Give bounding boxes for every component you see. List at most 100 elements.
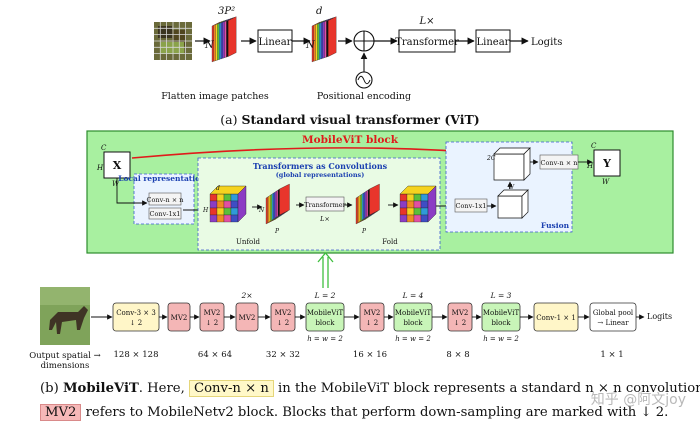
block-above-label: 2×	[240, 291, 252, 300]
block-sublabel: ↓ 2	[130, 319, 143, 327]
block-label: Global pool	[593, 309, 634, 317]
tac-repeat-label: L×	[319, 215, 330, 223]
cube-cell	[216, 214, 225, 223]
cube-cell	[406, 214, 415, 223]
dog-photo	[40, 287, 90, 345]
pipeline-block-mv2: MV2↓ 2	[447, 302, 482, 332]
block-label: MV2	[275, 309, 292, 317]
dim-w-concat: W	[508, 184, 515, 191]
cube-cell	[216, 207, 225, 216]
pipeline-output: Logits	[647, 312, 672, 321]
dim-h-y: H	[586, 162, 594, 170]
cube-side-face	[237, 185, 247, 223]
input-x-label: X	[113, 159, 122, 172]
zoom-arrow	[317, 251, 334, 288]
block-label: MobileViT	[483, 309, 520, 317]
dim-w-x: W	[112, 180, 120, 188]
block-sublabel: block	[315, 319, 335, 327]
spatial-caption: Output spatial →	[29, 351, 101, 361]
cube-cell	[399, 200, 408, 209]
block-label: Conv-1 × 1	[536, 314, 576, 322]
caption-bold: MobileViT	[62, 381, 139, 396]
concat-cube	[493, 147, 531, 181]
posenc-caption: Positional encoding	[317, 91, 411, 102]
cube-side-face	[427, 185, 437, 223]
cube-cell	[420, 207, 429, 216]
output-y-node	[593, 149, 621, 177]
patch-sheet	[279, 183, 290, 216]
unfold-input-cube	[209, 185, 247, 223]
cube-cell	[399, 207, 408, 216]
block-sublabel: ↓ 2	[366, 319, 379, 327]
mobilevit-block-panel: MobileViT block X H C W Local representa…	[86, 130, 674, 254]
fusion-conv-1x1	[454, 198, 488, 213]
block-above-label: L = 4	[402, 291, 424, 300]
pipeline-block-mv2: MV2↓ 2	[199, 302, 236, 332]
caption-prefix: (b)	[40, 381, 63, 396]
block-sublabel: → Linear	[597, 319, 629, 327]
n-label: N	[204, 40, 215, 51]
patches-caption: Flatten image patches	[161, 91, 269, 102]
cube-cell	[399, 193, 408, 202]
fusion-conv-1x1-label: Conv-1x1	[456, 202, 487, 210]
pipeline-block-mv2: MV2↓ 2	[270, 302, 306, 332]
patch-sheet	[369, 183, 380, 216]
block-below-label: h = w = 2	[307, 335, 343, 343]
caption-line-1: (b) MobileViT. Here, Conv-n × n in the M…	[40, 380, 700, 397]
cube-cell	[399, 214, 408, 223]
cube-cell	[413, 200, 422, 209]
caption-conv-highlight: Conv-n × n	[188, 380, 274, 397]
cube-cell	[223, 207, 232, 216]
pipeline-section: Output spatial → dimensions Conv-3 × 3↓ …	[29, 287, 672, 371]
block-below-label: h = w = 2	[395, 335, 431, 343]
add-operator	[353, 30, 375, 52]
spatial-size-label: 8 × 8	[446, 350, 469, 360]
dim-w-y: W	[602, 178, 610, 186]
pipeline-block-conv: Conv-3 × 3↓ 2	[112, 302, 168, 332]
cube-cell	[406, 193, 415, 202]
unfolded-patches	[265, 183, 290, 225]
dim-c-x: C	[101, 144, 107, 152]
vit-output: Logits	[531, 37, 562, 48]
spatial-size-label: 32 × 32	[266, 350, 300, 360]
transformed-patches	[355, 183, 380, 225]
transformer-label: Transformer	[395, 37, 459, 48]
block-sublabel: ↓ 2	[206, 319, 219, 327]
cube-cell	[209, 193, 218, 202]
unfold-label: Unfold	[236, 238, 260, 246]
spatial-size-label: 1 × 1	[600, 350, 623, 360]
pipeline-block-pool: Global pool → Linear	[589, 302, 645, 332]
local-conv-nxn-label: Conv-n × n	[147, 196, 184, 204]
cube-cell	[216, 200, 225, 209]
vit-section: 3P² N Linear d N Positional encoding Tra…	[154, 6, 562, 127]
block-label: MobileViT	[395, 309, 432, 317]
fold-output-cube	[399, 185, 437, 223]
pipeline-block-mv2: MV2	[167, 302, 200, 332]
dim-d-cube1: d	[216, 185, 220, 192]
cube-cell	[230, 207, 239, 216]
cube-cell	[223, 214, 232, 223]
cube-cell	[413, 193, 422, 202]
cube-cell	[420, 214, 429, 223]
cube-cell	[230, 200, 239, 209]
patch-sheet	[228, 16, 237, 57]
cube-cell	[209, 214, 218, 223]
cube-cell	[209, 207, 218, 216]
repeat-label: L×	[418, 16, 434, 27]
cube-cell	[420, 200, 429, 209]
watermark: 知乎 @阿文joy	[590, 392, 686, 408]
block-above-label: L = 2	[314, 291, 336, 300]
dim-p-b: P	[361, 228, 367, 235]
block-sublabel: block	[403, 319, 423, 327]
patch-sheet	[328, 16, 337, 57]
cube-cell	[230, 214, 239, 223]
caption-text-b: . Here,	[138, 381, 189, 396]
cube-cell	[216, 193, 225, 202]
block-label: MV2	[364, 309, 381, 317]
vit-subtitle: (a) Standard visual transformer (ViT)	[220, 112, 479, 127]
spatial-size-label: 128 × 128	[114, 350, 159, 360]
cube-cell	[230, 193, 239, 202]
cube-cell	[223, 193, 232, 202]
